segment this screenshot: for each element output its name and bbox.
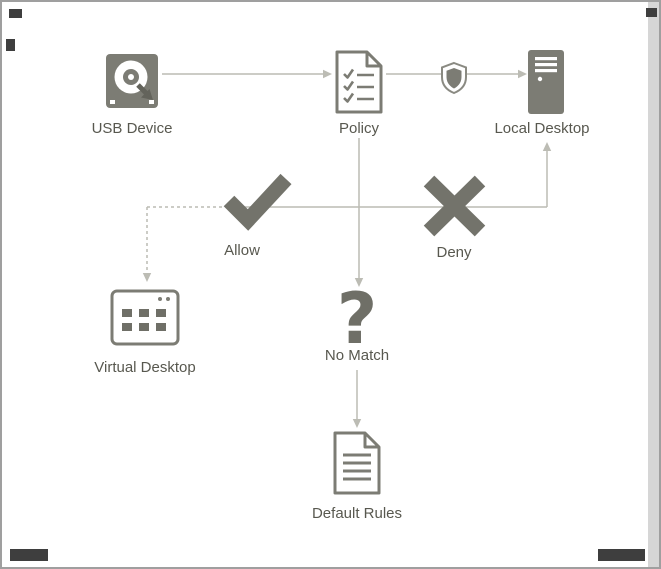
corner-mark [598, 549, 645, 561]
desktop-tower-icon [528, 50, 564, 114]
checkmark-icon [223, 173, 292, 231]
policy-label: Policy [338, 120, 380, 137]
corner-mark [646, 8, 657, 17]
shield-icon [441, 61, 467, 95]
usb-device-label: USB Device [91, 120, 173, 137]
deny-label: Deny [436, 244, 472, 261]
app-window-icon [110, 289, 180, 346]
no-match-label: No Match [324, 347, 390, 364]
hard-drive-icon [106, 54, 158, 108]
checklist-document-icon [335, 50, 383, 114]
virtual-desktop-label: Virtual Desktop [94, 359, 196, 376]
x-mark-icon [423, 175, 486, 237]
corner-mark [9, 9, 22, 18]
right-gutter-strip [648, 2, 659, 567]
local-desktop-label: Local Desktop [494, 120, 590, 137]
allow-label: Allow [224, 242, 260, 259]
corner-mark [6, 39, 15, 51]
default-rules-label: Default Rules [311, 505, 403, 522]
corner-mark [10, 549, 48, 561]
document-lines-icon [333, 431, 381, 495]
question-mark-icon: ? [337, 278, 378, 360]
arrowheads [142, 69, 552, 428]
connector-lines [146, 73, 548, 419]
question-mark-glyph: ? [337, 278, 378, 360]
